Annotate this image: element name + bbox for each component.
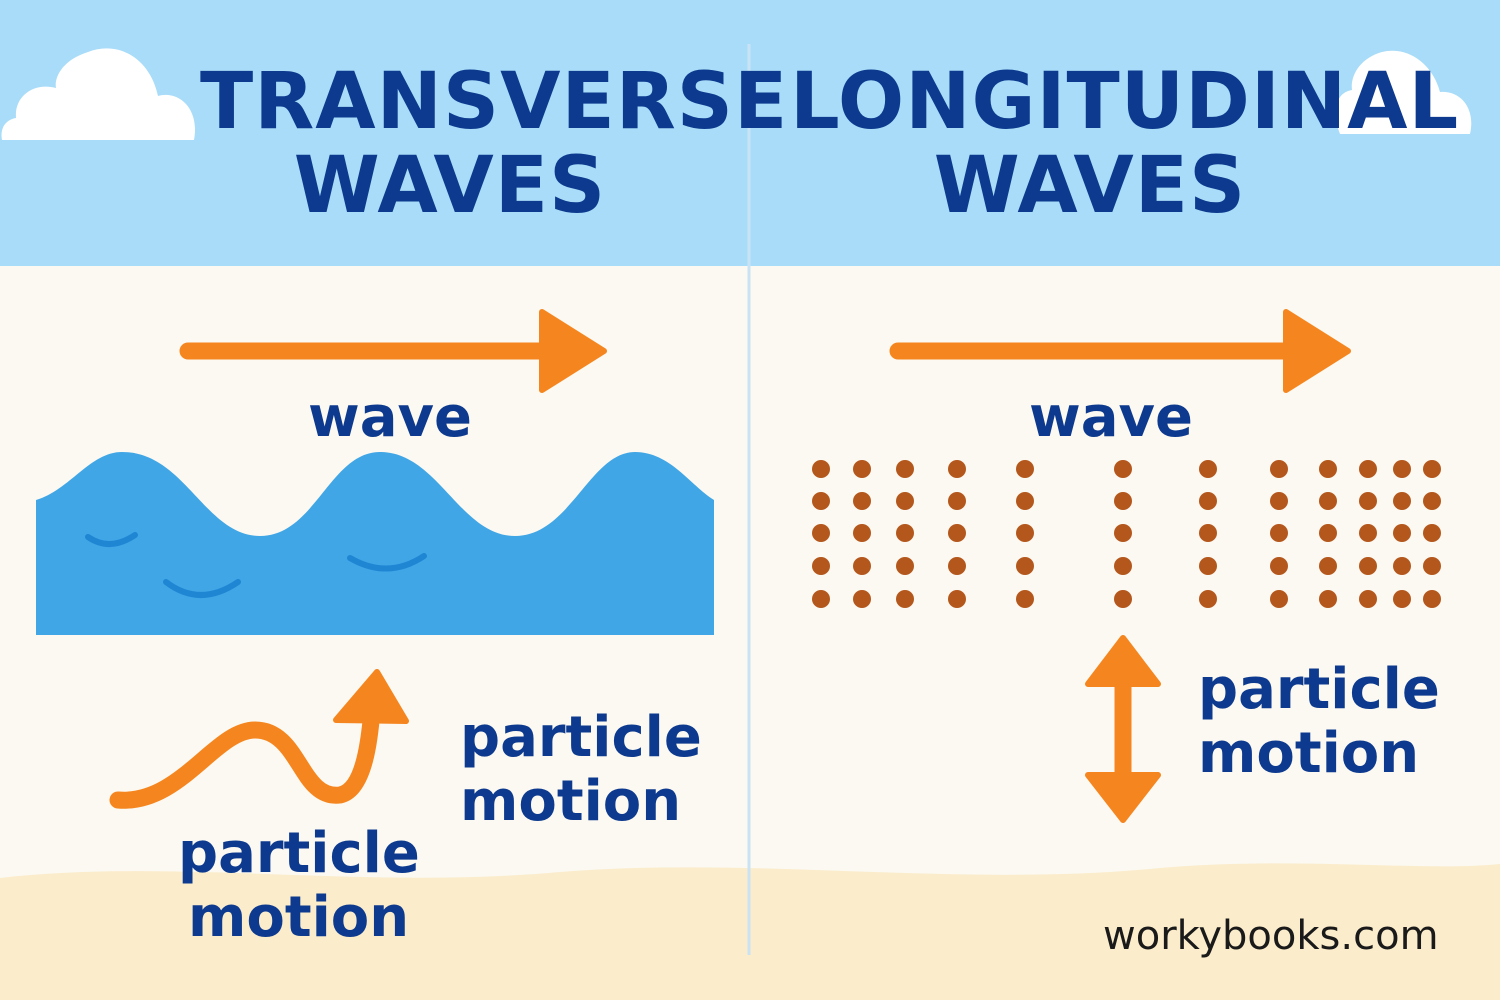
transverse-particle-label-bottom: particle motion xyxy=(178,822,420,950)
particle-dot xyxy=(1423,524,1441,542)
longitudinal-title: LONGITUDINAL WAVES xyxy=(790,57,1460,231)
particle-dot xyxy=(1319,524,1337,542)
particle-dot xyxy=(1199,492,1217,510)
transverse-particle-label-right: particle motion xyxy=(460,706,702,834)
label-line: motion xyxy=(1198,721,1420,786)
particle-dot xyxy=(1359,524,1377,542)
longitudinal-title-line1: LONGITUDINAL xyxy=(790,57,1460,147)
cloud-right xyxy=(1335,50,1472,134)
particle-dot xyxy=(1423,590,1441,608)
particle-dot xyxy=(1270,590,1288,608)
particle-dot xyxy=(1114,460,1132,478)
particle-dot xyxy=(1423,557,1441,575)
particle-dot xyxy=(812,524,830,542)
particle-dot xyxy=(1270,524,1288,542)
particle-dot xyxy=(1114,557,1132,575)
particle-dot xyxy=(1270,557,1288,575)
particle-dot xyxy=(1359,590,1377,608)
particle-dot xyxy=(853,492,871,510)
particle-dot xyxy=(948,557,966,575)
particle-dot xyxy=(948,460,966,478)
particle-dot xyxy=(1319,492,1337,510)
particle-dot xyxy=(1393,590,1411,608)
transverse-wave-label: wave xyxy=(308,385,473,450)
label-line: particle xyxy=(460,705,702,770)
longitudinal-wave-label: wave xyxy=(1029,385,1194,450)
particle-dot xyxy=(1423,460,1441,478)
transverse-title: TRANSVERSE WAVES xyxy=(200,57,789,231)
particle-dot xyxy=(1359,492,1377,510)
particle-dot xyxy=(948,492,966,510)
particle-dot xyxy=(853,524,871,542)
particle-dot xyxy=(1319,557,1337,575)
particle-dot xyxy=(1016,590,1034,608)
particle-dot xyxy=(896,557,914,575)
transverse-title-line1: TRANSVERSE xyxy=(200,57,789,147)
particle-dot xyxy=(1359,557,1377,575)
particle-dot xyxy=(1423,492,1441,510)
particle-dot xyxy=(853,557,871,575)
particle-dot xyxy=(1199,524,1217,542)
particle-dot xyxy=(1016,460,1034,478)
right-arrow-icon xyxy=(889,309,1351,393)
particle-dot xyxy=(896,492,914,510)
particle-dot xyxy=(1270,492,1288,510)
particle-dot xyxy=(1114,590,1132,608)
particle-dot xyxy=(896,524,914,542)
particle-dot xyxy=(1319,590,1337,608)
label-line: motion xyxy=(460,769,682,834)
curvy-up-arrow-icon xyxy=(109,669,409,809)
particle-dot xyxy=(1114,492,1132,510)
particle-dot xyxy=(1359,460,1377,478)
particle-dot xyxy=(1393,557,1411,575)
particle-dot xyxy=(1393,492,1411,510)
particle-dot xyxy=(1016,524,1034,542)
water-ripples xyxy=(85,532,427,598)
particle-columns xyxy=(812,460,1441,608)
label-line: particle xyxy=(178,821,420,886)
double-vertical-arrow-icon xyxy=(1085,635,1161,823)
transverse-title-line2: WAVES xyxy=(293,141,607,231)
particle-dot xyxy=(1016,557,1034,575)
longitudinal-particle-label: particle motion xyxy=(1198,658,1440,786)
particle-dot xyxy=(948,524,966,542)
longitudinal-title-line2: WAVES xyxy=(933,141,1247,231)
particle-dot xyxy=(896,460,914,478)
label-line: particle xyxy=(1198,657,1440,722)
particle-dot xyxy=(1393,460,1411,478)
site-credit: workybooks.com xyxy=(1103,913,1439,959)
label-line: motion xyxy=(188,885,410,950)
particle-dot xyxy=(1319,460,1337,478)
particle-dot xyxy=(812,492,830,510)
particle-dot xyxy=(948,590,966,608)
particle-dot xyxy=(812,557,830,575)
particle-dot xyxy=(1199,590,1217,608)
particle-dot xyxy=(896,590,914,608)
particle-dot xyxy=(1393,524,1411,542)
particle-dot xyxy=(1270,460,1288,478)
particle-dot xyxy=(853,590,871,608)
particle-dot xyxy=(1114,524,1132,542)
cloud-left xyxy=(1,48,196,140)
particle-dot xyxy=(1016,492,1034,510)
particle-dot xyxy=(812,460,830,478)
right-arrow-icon xyxy=(179,309,607,393)
particle-dot xyxy=(1199,557,1217,575)
particle-dot xyxy=(853,460,871,478)
particle-dot xyxy=(812,590,830,608)
water-wave xyxy=(36,452,714,635)
particle-dot xyxy=(1199,460,1217,478)
